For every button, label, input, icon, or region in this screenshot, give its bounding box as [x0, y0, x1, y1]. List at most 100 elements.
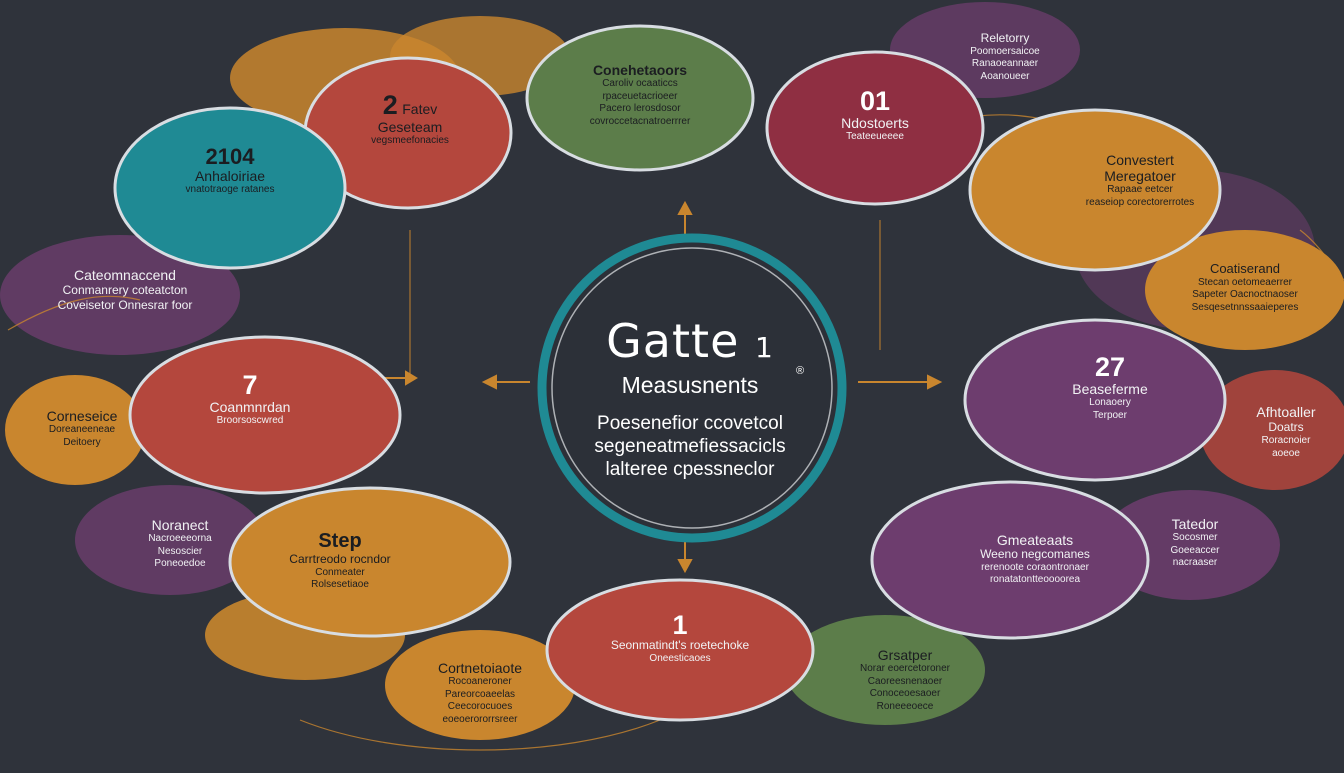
- node-cat-line-1: Conmanrery coteatcton: [62, 283, 188, 298]
- node-card-title: Coatiserand: [1209, 261, 1281, 276]
- node-tat-title: Tatedor: [1171, 516, 1219, 532]
- node-tat-line-1: Socosmer: [1172, 532, 1218, 544]
- back-blob-left-orange: [5, 375, 145, 485]
- node-afr-line-1: Doatrs: [1268, 420, 1304, 435]
- node-cal-line-1: Rocoaneroner: [448, 676, 512, 688]
- node-grp-line-4: Roneeeoece: [876, 700, 934, 712]
- back-blob-right-red: [1200, 370, 1344, 490]
- center-line-1: Poesenefior ccovetcol: [597, 413, 783, 434]
- node-tat-line-3: nacraaser: [1172, 557, 1218, 569]
- node-2104-title: Anhaloiriae: [194, 168, 266, 184]
- node-27-shape: [963, 318, 1227, 482]
- node-2-line-1: Geseteam: [377, 119, 443, 135]
- node-cat-line-2: Coveisetor Onnesrar foor: [57, 298, 193, 313]
- node-nor-line-2: Nesoscier: [157, 545, 203, 557]
- node-conv-line-2: Rapaae eetcer: [1107, 184, 1173, 196]
- node-conv-line-1: Meregatoer: [1104, 168, 1176, 185]
- node-1-shape: [545, 578, 815, 722]
- node-nor-line-3: Poneoedoe: [154, 558, 206, 570]
- node-gen-shape: [870, 480, 1150, 640]
- node-comp-line-2: Deitoery: [63, 436, 101, 448]
- center-title: Gatte: [606, 314, 740, 368]
- node-top-shape: [525, 24, 755, 172]
- node-01-label: 01 Ndostoerts Teateeueeee: [800, 88, 950, 144]
- node-card-line-3: Sesqesetnnssaaieperes: [1191, 301, 1299, 313]
- node-gen-line-2: rerenoote coraontronaer: [981, 561, 1089, 573]
- node-tat-line-2: Goeeaccer: [1170, 544, 1220, 556]
- center-subtitle: Measusnents: [621, 372, 759, 398]
- node-rel-line-2: Ranaoeannaer: [971, 58, 1039, 70]
- node-1-number: 1: [672, 610, 688, 640]
- node-27-label: 27 Beaseferme Lonaoery Terpoer: [1045, 354, 1175, 422]
- node-gen-line-1: Weeno negcomanes: [980, 547, 1090, 562]
- back-blob-bottom-green: [785, 615, 985, 725]
- center-ring: [537, 233, 847, 543]
- node-01-number: 01: [859, 86, 891, 116]
- node-01-line-1: Teateeueeee: [846, 131, 904, 143]
- node-card-line-1: Stecan oetomeaerrer: [1198, 276, 1292, 288]
- back-blob-bottom-cal: [385, 630, 575, 740]
- center-ring-inner: [551, 247, 833, 529]
- node-top-label: Conehetaoors Caroliv ocaaticcs rpaceueta…: [545, 62, 735, 128]
- node-cal-label: Cortnetoiaote Rocoaneroner Pareorcoaeela…: [420, 660, 540, 726]
- node-step-title: Step: [318, 530, 362, 552]
- node-conv-shape: [968, 108, 1222, 272]
- node-1-label: 1 Seonmatindt's roetechoke Oneesticaoes: [585, 612, 775, 665]
- node-step-line-3: Rolsesetiaoe: [311, 579, 369, 591]
- node-cal-line-4: eoeoerororrsreer: [442, 713, 518, 725]
- node-cal-title: Cortnetoiaote: [437, 660, 523, 676]
- center-line-2: segeneatmefiessacicls: [594, 435, 786, 457]
- node-1-line-1: Oneesticaoes: [649, 652, 711, 664]
- back-blob-card-right: [1145, 230, 1344, 350]
- node-top-line-1: Caroliv ocaaticcs: [602, 78, 678, 90]
- node-nor-label: Noranect Nacroeeeorna Nesoscier Poneoedo…: [130, 517, 230, 571]
- center-label: Gatte 1 Measusnents Poesenefior ccovetco…: [560, 318, 820, 481]
- node-conv-title: Convestert: [1106, 152, 1174, 168]
- back-blob-left-purple: [0, 235, 240, 355]
- node-rel-line-3: Aoanoueer: [980, 70, 1030, 82]
- node-top-line-3: Pacero lerosdosor: [599, 103, 681, 115]
- node-2-number: 2: [382, 90, 398, 120]
- node-2-label: 2 Fatev Geseteam vegsmeefonacies: [330, 92, 490, 148]
- node-rel-label: Reletorry Poomoersaicoe Ranaoeannaer Aoa…: [955, 31, 1055, 83]
- node-01-title: Ndostoerts: [841, 115, 909, 131]
- node-7-line-1: Broorsoscwred: [216, 415, 284, 427]
- node-7-label: 7 Coanmnrdan Broorsoscwred: [170, 372, 330, 428]
- node-2-title: Fatev: [402, 101, 438, 117]
- registered-mark: ®: [796, 365, 805, 377]
- node-step-line-1: Carrtreodo rocndor: [289, 552, 391, 566]
- node-2-line-2: vegsmeefonacies: [371, 135, 449, 147]
- node-7-shape: [128, 335, 402, 495]
- node-afr-label: Afhtoaller Doatrs Roracnoier aoeoe: [1236, 404, 1336, 460]
- node-comp-line-1: Doreaneeneae: [48, 424, 116, 436]
- node-step-label: Step Carrtreodo rocndor Conmeater Rolses…: [260, 530, 420, 592]
- node-cal-line-3: Ceecorocuoes: [447, 701, 513, 713]
- node-gen-line-3: ronatatontteoooorea: [989, 574, 1081, 586]
- node-27-title: Beaseferme: [1072, 381, 1148, 397]
- node-27-line-2: Terpoer: [1093, 409, 1127, 421]
- arrows: [360, 200, 943, 574]
- node-27-number: 27: [1094, 352, 1126, 382]
- center-body: Poesenefior ccovetcol segeneatmefiessaci…: [560, 413, 820, 481]
- node-comp-label: Corneseice Doreaneeneae Deitoery: [32, 408, 132, 449]
- node-1-title: Seonmatindt's roetechoke: [610, 638, 750, 652]
- node-afr-line-3: aoeoe: [1272, 447, 1300, 459]
- node-27-line-1: Lonaoery: [1089, 397, 1131, 409]
- node-conv-line-3: reaseiop corectorerrotes: [1085, 196, 1195, 208]
- back-blob-left-purple-2: [75, 485, 265, 595]
- node-grp-line-1: Norar eoercetoroner: [859, 663, 951, 675]
- node-step-shape: [228, 486, 512, 638]
- node-2104-number: 2104: [205, 144, 255, 169]
- node-top-title: Conehetaoors: [592, 62, 688, 78]
- node-conv-label: Convestert Meregatoer Rapaae eetcer reas…: [1060, 152, 1220, 209]
- node-card-label: Coatiserand Stecan oetomeaerrer Sapeter …: [1175, 261, 1315, 314]
- node-tat-label: Tatedor Socosmer Goeeaccer nacraaser: [1145, 516, 1245, 570]
- node-gen-label: Gmeateaats Weeno negcomanes rerenoote co…: [950, 532, 1120, 587]
- node-rel-title: Reletorry: [980, 31, 1030, 45]
- center-title-row: Gatte 1: [560, 318, 820, 364]
- node-card-line-2: Sapeter Oacnoctnaoser: [1192, 289, 1298, 301]
- node-top-line-4: covroccetacnatroerrrer: [589, 115, 691, 127]
- node-top-line-2: rpaceuetacrioeer: [602, 90, 678, 102]
